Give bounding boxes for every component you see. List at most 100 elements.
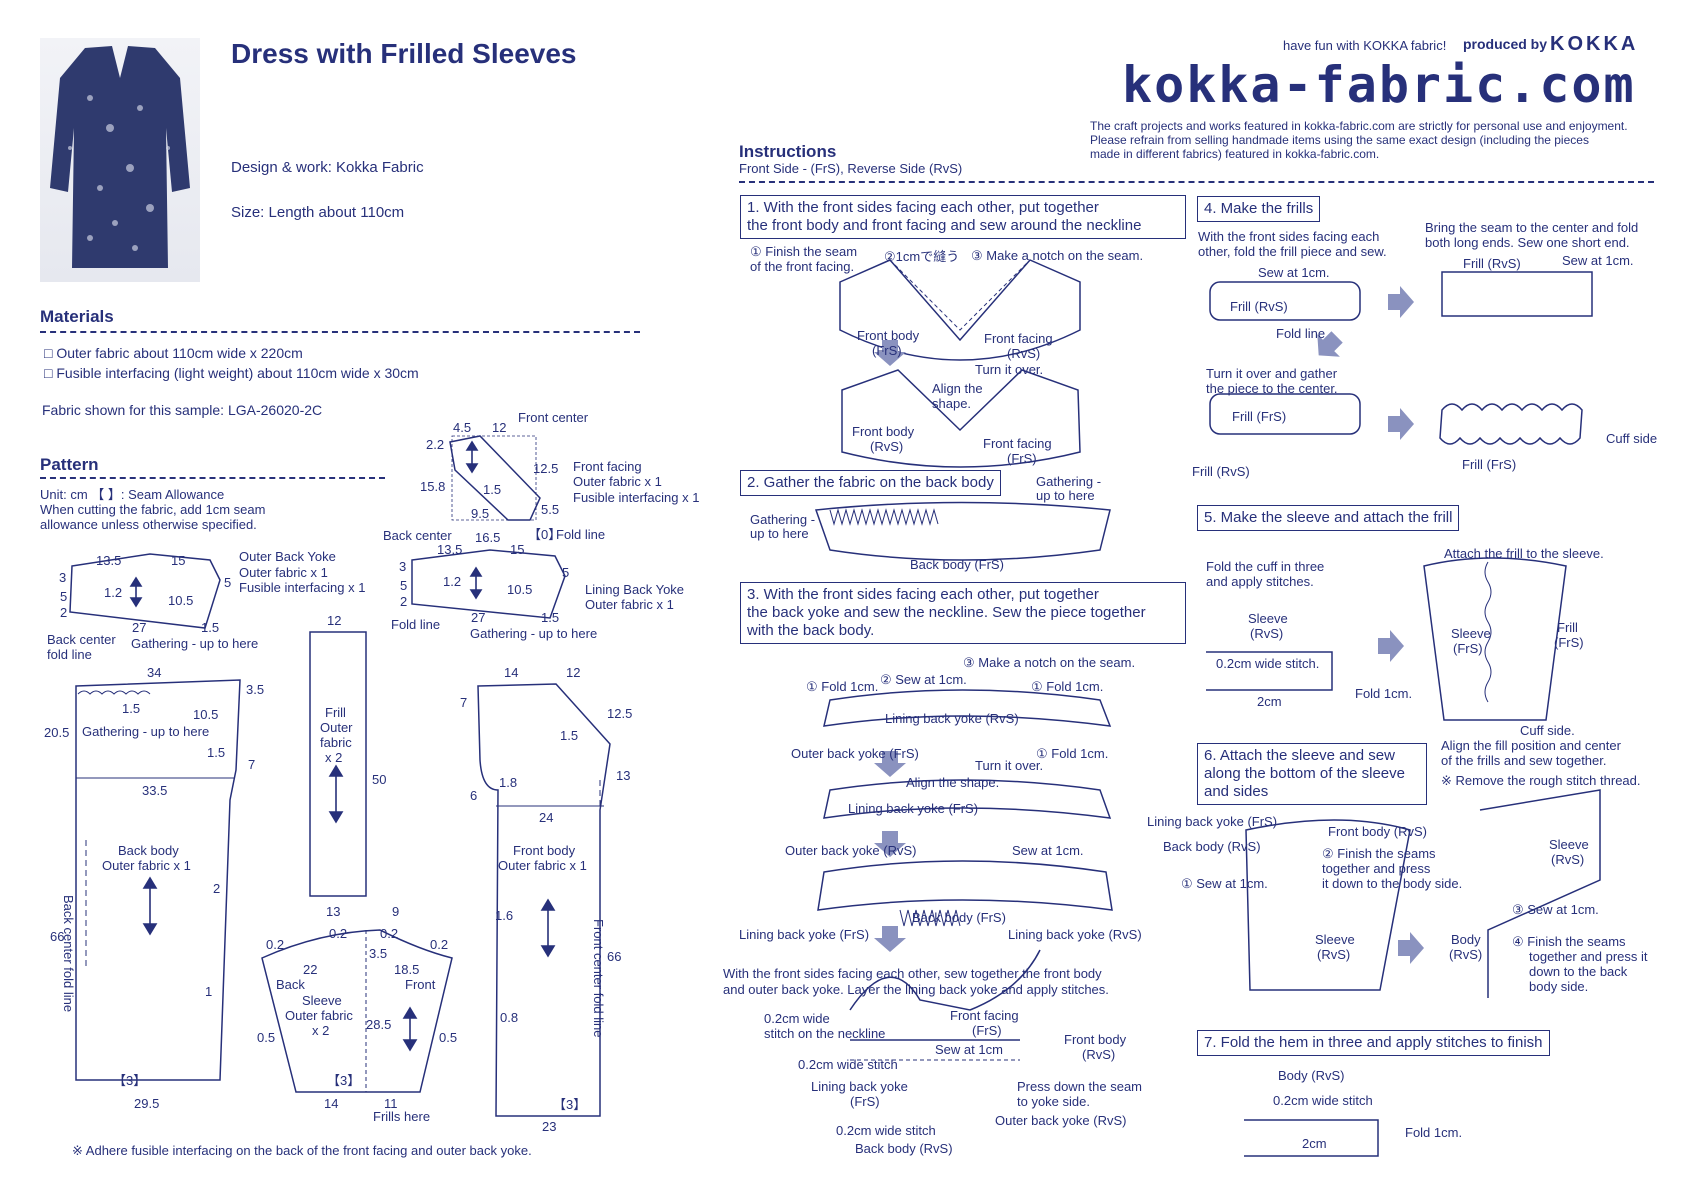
- step-title-line: 1. With the front sides facing each othe…: [747, 199, 1099, 216]
- sleeve-piece: [261, 929, 453, 1093]
- dim-label: 10.5: [193, 707, 219, 722]
- step3-yoke-c: [817, 860, 1113, 911]
- front-facing-label: Fusible interfacing x 1: [573, 490, 700, 505]
- step1-label: (RvS): [870, 439, 904, 454]
- step7-hem: [1244, 1119, 1379, 1157]
- dim-label: 10.5: [168, 593, 194, 608]
- dim-label: 3: [59, 570, 67, 585]
- instructions-heading: Instructions: [739, 142, 837, 161]
- step3-label: Outer back yoke (RvS): [785, 843, 917, 858]
- step6-label: ④ Finish the seams: [1512, 934, 1626, 949]
- materials-item: □ Outer fabric about 110cm wide x 220cm: [44, 345, 303, 361]
- dim-label: 1.5: [122, 701, 141, 716]
- pattern-heading: Pattern: [40, 455, 99, 474]
- step3-note: and outer back yoke. Layer the lining ba…: [723, 982, 1109, 997]
- dim-label: 5.5: [541, 502, 560, 517]
- step1-label: Front body: [852, 424, 915, 439]
- front-facing-guide: [451, 435, 537, 521]
- step6-label: Lining back yoke (FrS): [1147, 814, 1278, 829]
- step6-label: Sleeve: [1549, 837, 1589, 852]
- step7-label: 0.2cm wide stitch: [1273, 1093, 1373, 1108]
- step4-label: Fold line: [1276, 326, 1326, 341]
- dim-label: 7: [248, 757, 256, 772]
- step5-note: ※ Remove the rough stitch thread.: [1441, 773, 1641, 788]
- step4-label: Cuff side: [1606, 431, 1658, 446]
- step6-label: (RvS): [1317, 947, 1351, 962]
- dim-label: 11: [384, 1096, 398, 1111]
- dim-label: 5: [562, 565, 570, 580]
- front-facing-label: Fold line: [556, 527, 606, 542]
- step3-label: Lining back yoke (FrS): [848, 801, 979, 816]
- site-logo[interactable]: kokka-fabric.com: [1122, 56, 1636, 114]
- step1-label: (RvS): [1007, 346, 1041, 361]
- step1-label: (FrS): [1007, 451, 1037, 466]
- step1-label: Front facing: [983, 436, 1052, 451]
- step4-text: With the front sides facing each: [1198, 229, 1380, 244]
- dim-label: 13.5: [437, 542, 463, 557]
- step3-detail-label: Front facing: [950, 1008, 1019, 1023]
- step4-label: Frill (RvS): [1192, 464, 1250, 479]
- step5-sleeve: [1423, 557, 1567, 721]
- dim-label: 15: [510, 542, 525, 557]
- step7-label: Fold 1cm.: [1405, 1125, 1463, 1140]
- step6-body: [1245, 819, 1411, 991]
- dim-label: 1.5: [560, 728, 579, 743]
- step4-label: Sew at 1cm.: [1562, 253, 1634, 268]
- step1-label: ②1cmで縫う: [884, 249, 960, 264]
- pattern-footnote: ※ Adhere fusible interfacing on the back…: [72, 1143, 532, 1158]
- materials-list: □ Outer fabric about 110cm wide x 220cm …: [44, 345, 419, 381]
- dim-label: 20.5: [44, 725, 70, 740]
- step6-label: Front body (RvS): [1328, 824, 1427, 839]
- dim-label: 15: [171, 553, 186, 568]
- pattern-note: When cutting the fabric, add 1cm seam: [40, 502, 266, 517]
- dim-label: 34: [147, 665, 162, 680]
- dim-label: 33.5: [142, 783, 168, 798]
- dim-label: 14: [324, 1096, 339, 1111]
- step5-label: Sleeve: [1451, 626, 1491, 641]
- step-title-line: the front body and front facing and sew …: [747, 217, 1142, 234]
- front-facing-label: Front center: [518, 410, 589, 425]
- step3-label: ③ Make a notch on the seam.: [963, 655, 1136, 670]
- step3-label: ① Fold 1cm.: [1031, 679, 1104, 694]
- dim-label: 【3】: [327, 1073, 361, 1088]
- step5-text: and apply stitches.: [1206, 574, 1314, 589]
- step5-label: (FrS): [1453, 641, 1483, 656]
- pattern-note: Unit: cm 【 】: Seam Allowance: [40, 487, 225, 502]
- arrow-icon: [1388, 286, 1414, 318]
- step3-detail-label: Outer back yoke (RvS): [995, 1113, 1127, 1128]
- front-body-label: Front center fold line: [591, 919, 606, 1038]
- arrow-icon: [874, 751, 906, 777]
- step3-label: Sew at 1cm.: [1012, 843, 1084, 858]
- step4-tube-c: [1209, 393, 1361, 435]
- dim-label: 29.5: [134, 1096, 160, 1111]
- sleeve-label: x 2: [312, 1023, 330, 1038]
- step4-gathered: [1439, 403, 1583, 445]
- step3-label: Lining back yoke (RvS): [1008, 927, 1142, 942]
- step6-label: ① Sew at 1cm.: [1181, 876, 1268, 891]
- usage-notice-line: made in different fabrics) featured in k…: [1090, 147, 1380, 161]
- step3-detail-label: stitch on the neckline: [764, 1026, 886, 1041]
- back-body-label: Gathering - up to here: [82, 724, 210, 739]
- dim-label: 9.5: [471, 506, 490, 521]
- back-body-label: Back center fold line: [61, 895, 76, 1013]
- dim-label: 2: [400, 594, 408, 609]
- step-6-title: 6. Attach the sleeve and sew along the b…: [1197, 743, 1427, 805]
- step5-label: Frill: [1557, 620, 1578, 635]
- arrow-icon: [1317, 331, 1343, 357]
- fabric-sample: Fabric shown for this sample: LGA-26020-…: [42, 402, 323, 418]
- step5-label: (RvS): [1250, 626, 1284, 641]
- step3-detail-label: Back body (RvS): [855, 1141, 953, 1156]
- step3-yoke-a: [823, 689, 1112, 727]
- step6-label: it down to the body side.: [1322, 876, 1463, 891]
- step4-label: Frill (FrS): [1462, 457, 1517, 472]
- back-body-label: Back body: [118, 843, 179, 858]
- yoke-label: Back center: [383, 528, 452, 543]
- dim-label: 22: [303, 962, 318, 977]
- yoke-label: fold line: [47, 647, 92, 662]
- dim-label: 1.5: [541, 610, 560, 625]
- step2-label: Gathering -: [1036, 474, 1102, 489]
- step3-yoke-b: [823, 779, 1112, 819]
- step6-label: together and press: [1322, 861, 1431, 876]
- dim-label: 5: [60, 589, 68, 604]
- arrow-icon: [874, 926, 906, 952]
